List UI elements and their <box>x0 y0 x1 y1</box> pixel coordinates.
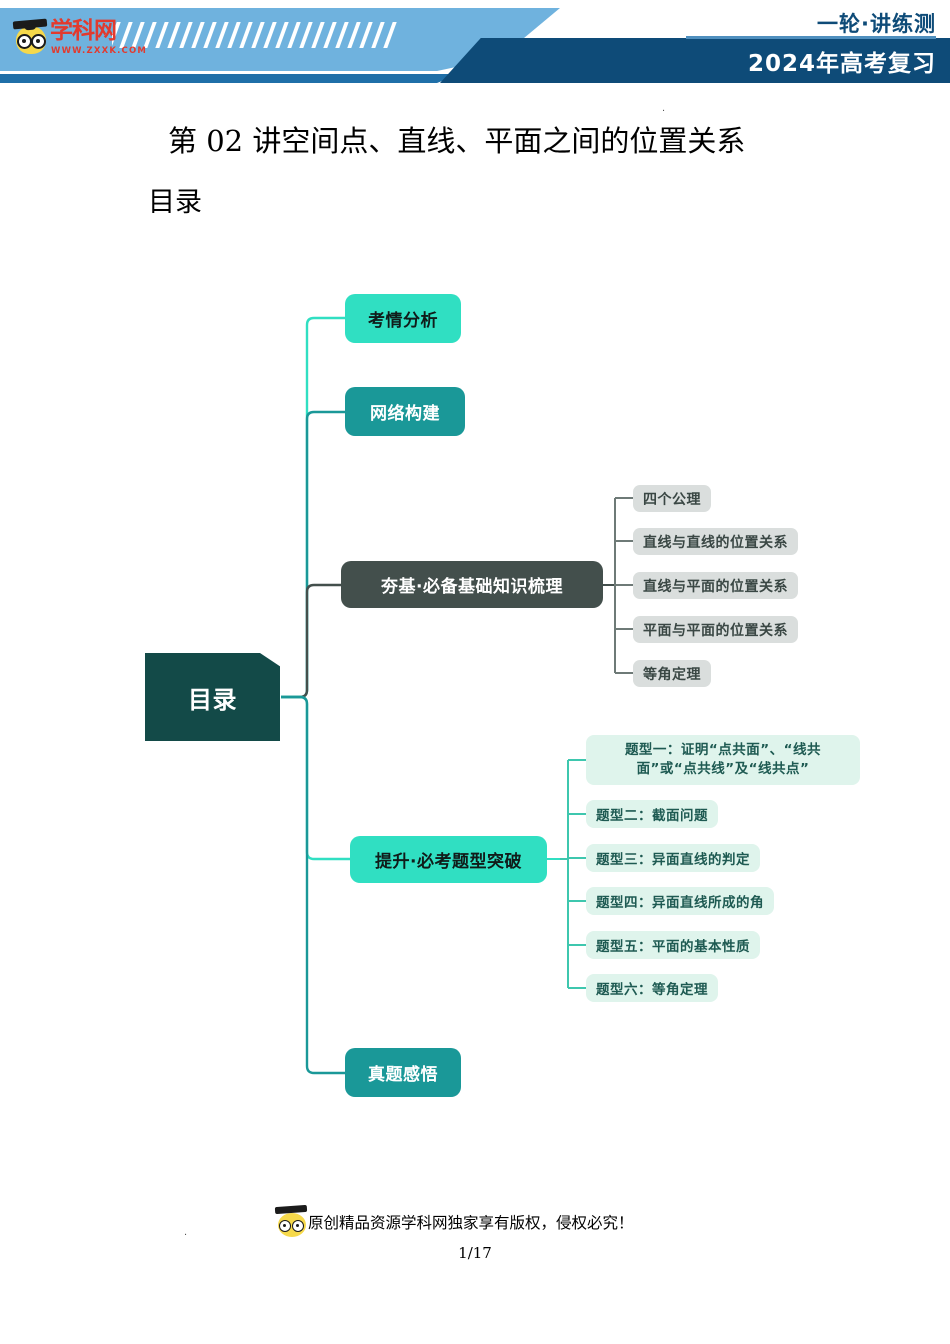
header-divider <box>686 36 936 39</box>
header-series-title: 一轮·讲练测 <box>817 12 936 36</box>
mindmap-node-wangluogoujian[interactable]: 网络构建 <box>345 387 465 436</box>
mindmap-node-zhentiganwu[interactable]: 真题感悟 <box>345 1048 461 1097</box>
mindmap-child-tixing-1[interactable]: 题型一：证明“点共面”、“线共面”或“点共线”及“线共点” <box>586 735 860 785</box>
mindmap-node-tisheng[interactable]: 提升·必考题型突破 <box>350 836 547 883</box>
stray-mark-bottom: . <box>184 1226 188 1238</box>
mindmap-child-tixing-5[interactable]: 题型五：平面的基本性质 <box>586 931 760 959</box>
mindmap-child-tixing-4[interactable]: 题型四：异面直线所成的角 <box>586 887 774 915</box>
mindmap-child-sigegongli[interactable]: 四个公理 <box>633 485 711 512</box>
footer-owl-icon <box>274 1204 308 1237</box>
logo-url-text: WWW.ZXXK.COM <box>51 46 148 56</box>
logo-brand-text: 学科网 <box>50 18 117 44</box>
mindmap-child-line-plane[interactable]: 直线与平面的位置关系 <box>633 572 798 599</box>
mindmap-node-hangji[interactable]: 夯基·必备基础知识梳理 <box>341 561 603 608</box>
page-header: 学科网 WWW.ZXXK.COM 一轮·讲练测 2024年高考复习 <box>0 0 950 95</box>
mindmap-child-tixing-3[interactable]: 题型三：异面直线的判定 <box>586 844 760 872</box>
mindmap-child-plane-plane[interactable]: 平面与平面的位置关系 <box>633 616 798 643</box>
header-year-title: 2024年高考复习 <box>747 51 936 77</box>
mindmap-child-line-line[interactable]: 直线与直线的位置关系 <box>633 528 798 555</box>
mindmap-child-dengjiaodingli[interactable]: 等角定理 <box>633 660 711 687</box>
mindmap-node-kaoqingfenxi[interactable]: 考情分析 <box>345 294 461 343</box>
xueke-logo: 学科网 WWW.ZXXK.COM <box>12 14 146 62</box>
mindmap-center-node[interactable]: 目录 <box>145 653 280 741</box>
page-number: 1/17 <box>458 1244 492 1262</box>
page-title: 第 02 讲空间点、直线、平面之间的位置关系 <box>168 124 746 158</box>
owl-mascot-icon <box>12 18 48 54</box>
mindmap-child-tixing-6[interactable]: 题型六：等角定理 <box>586 974 718 1002</box>
header-stripes-decoration <box>112 22 402 48</box>
header-blue-band-thin <box>0 64 470 71</box>
header-navy-band <box>440 38 950 83</box>
header-navy-band-thin <box>0 74 460 83</box>
copyright-text: 原创精品资源学科网独家享有版权，侵权必究！ <box>308 1214 634 1232</box>
page-subtitle: 目录 <box>148 187 202 218</box>
mindmap-child-tixing-2[interactable]: 题型二：截面问题 <box>586 800 718 828</box>
stray-mark-top: . <box>662 102 666 114</box>
